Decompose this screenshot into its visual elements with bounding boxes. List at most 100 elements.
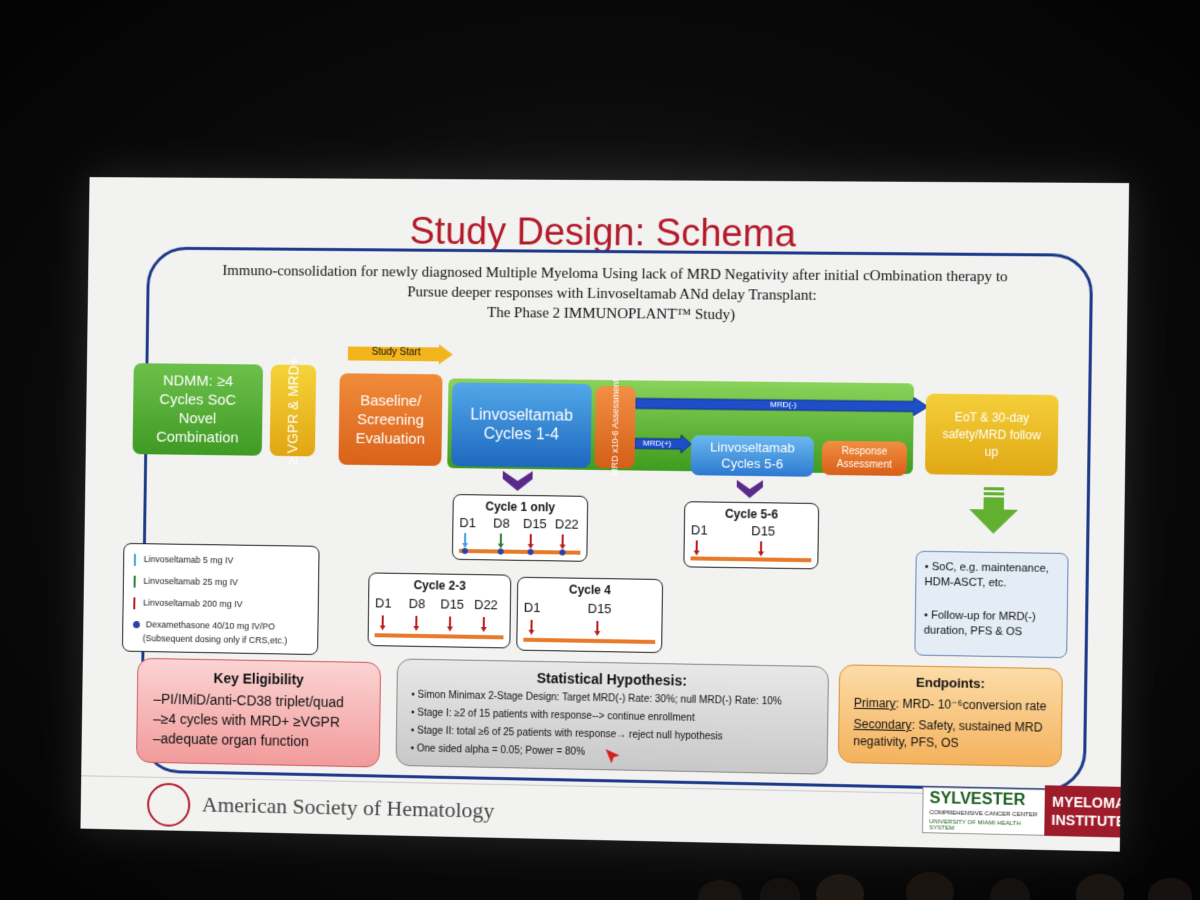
secondary-endpoint: Secondary: Safety, sustained MRD negativ… bbox=[853, 716, 1053, 754]
cycle-5-6-panel: Cycle 5-6 D1 D15 bbox=[683, 501, 820, 570]
chevron-down-icon bbox=[502, 470, 533, 492]
response-assessment-label: Response Assessment bbox=[836, 445, 892, 471]
day-label: D15 bbox=[440, 596, 465, 612]
cycle-5-6-title: Cycle 5-6 bbox=[724, 506, 779, 522]
mrd-arrows bbox=[635, 394, 929, 468]
projection-screen: Study Design: Schema Immuno-consolidatio… bbox=[80, 177, 1130, 852]
cycle-5-6-dosing-timeline bbox=[690, 538, 812, 563]
hypothesis-item: • Stage II: total ≥6 of 25 patients with… bbox=[410, 725, 723, 743]
statistical-hypothesis-title: Statistical Hypothesis: bbox=[536, 669, 687, 689]
sylvester-logo: SYLVESTER COMPREHENSIVE CANCER CENTER UN… bbox=[921, 786, 1047, 836]
cycle-4-dosing-timeline bbox=[523, 618, 656, 645]
legend-label: Linvoseltamab 200 mg IV bbox=[143, 597, 243, 610]
day-label: D1 bbox=[523, 599, 541, 616]
hypothesis-item: • One sided alpha = 0.05; Power = 80% bbox=[410, 743, 585, 758]
statistical-hypothesis-box: Statistical Hypothesis: • Simon Minimax … bbox=[395, 658, 830, 775]
ndmm-label: NDMM: ≥4 Cycles SoC Novel Combination bbox=[155, 372, 239, 447]
legend-item: Linvoseltamab 25 mg IV bbox=[133, 575, 239, 590]
legend-note: (Subsequent dosing only if CRS,etc.) bbox=[142, 633, 288, 646]
ash-logo-icon bbox=[146, 782, 191, 828]
key-eligibility-box: Key Eligibility –PI/IMiD/anti-CD38 tripl… bbox=[136, 657, 382, 768]
day-label: D15 bbox=[751, 523, 776, 539]
legend-label: Dexamethasone 40/10 mg IV/PO bbox=[145, 619, 276, 632]
cycle-4-panel: Cycle 4 D1 D15 bbox=[516, 576, 664, 654]
day-label: D22 bbox=[554, 516, 579, 532]
cycle-2-3-title: Cycle 2-3 bbox=[413, 578, 466, 593]
cycle-4-title: Cycle 4 bbox=[568, 582, 611, 598]
sylvester-subtitle: COMPREHENSIVE CANCER CENTER bbox=[929, 810, 1038, 819]
eligibility-item: –PI/IMiD/anti-CD38 triplet/quad bbox=[153, 690, 344, 711]
vgpr-label: ≥ VGPR & MRD+ bbox=[283, 356, 302, 465]
eot-label: EoT & 30-day safety/MRD follow up bbox=[942, 409, 1042, 459]
cycle-1-panel: Cycle 1 only D1 D8 D15 D22 bbox=[451, 494, 589, 562]
linvoseltamab-cycles-1-4-box: Linvoseltamab Cycles 1-4 bbox=[451, 382, 592, 468]
follow-up-box: • SoC, e.g. maintenance, HDM-ASCT, etc. … bbox=[914, 550, 1069, 659]
legend-label: Linvoseltamab 25 mg IV bbox=[143, 576, 239, 588]
sylvester-subtitle: UNIVERSITY OF MIAMI HEALTH SYSTEM bbox=[929, 819, 1021, 832]
hypothesis-text: Simon Minimax 2-Stage Design: Target MRD… bbox=[417, 689, 782, 708]
hypothesis-item: • Simon Minimax 2-Stage Design: Target M… bbox=[411, 689, 782, 708]
linvoseltamab-cycles-5-6-box: Linvoseltamab Cycles 5-6 bbox=[690, 435, 815, 477]
myeloma-institute-logo: MYELOMA INSTITUTE bbox=[1044, 785, 1130, 838]
arrow-icon bbox=[133, 597, 136, 610]
primary-text: : MRD- 10⁻⁶conversion rate bbox=[895, 696, 1047, 714]
hypothesis-text: One sided alpha = 0.05; Power = 80% bbox=[416, 743, 585, 758]
mrd-assessment-box: MRD x10-6 Assessment bbox=[594, 379, 636, 476]
follow-up-text: Follow-up for MRD(-) duration, PFS & OS bbox=[923, 609, 1036, 639]
day-label: D8 bbox=[408, 595, 426, 612]
endpoints-title: Endpoints: bbox=[915, 674, 986, 692]
eot-followup-box: EoT & 30-day safety/MRD follow up bbox=[924, 393, 1059, 476]
legend-item: Linvoseltamab 5 mg IV bbox=[133, 553, 234, 567]
mrd-positive-label: MRD(+) bbox=[642, 438, 672, 448]
cycle-2-3-panel: Cycle 2-3 D1 D8 D15 D22 bbox=[367, 572, 512, 649]
follow-up-text: SoC, e.g. maintenance, HDM-ASCT, etc. bbox=[924, 561, 1049, 590]
primary-endpoint: Primary: MRD- 10⁻⁶conversion rate bbox=[854, 696, 1047, 714]
society-name: American Society of Hematology bbox=[201, 791, 495, 823]
sylvester-name: SYLVESTER bbox=[929, 789, 1026, 810]
audience-silhouettes bbox=[698, 872, 1192, 900]
study-start-label: Study Start bbox=[371, 346, 421, 359]
baseline-box: Baseline/ Screening Evaluation bbox=[338, 373, 443, 466]
arrow-icon bbox=[133, 575, 136, 588]
hypothesis-text: Stage I: ≥2 of 15 patients with response… bbox=[417, 707, 695, 724]
linvo-5-6-label: Linvoseltamab Cycles 5-6 bbox=[710, 439, 795, 472]
mrd-negative-label: MRD(-) bbox=[770, 399, 797, 410]
hypothesis-item: • Stage I: ≥2 of 15 patients with respon… bbox=[411, 707, 695, 724]
key-eligibility-title: Key Eligibility bbox=[213, 670, 304, 688]
study-start-arrow bbox=[347, 343, 453, 365]
chevron-down-icon bbox=[736, 479, 764, 499]
legend-item: Dexamethasone 40/10 mg IV/PO bbox=[133, 619, 275, 631]
day-label: D1 bbox=[690, 522, 708, 538]
secondary-label: Secondary bbox=[853, 716, 912, 733]
dot-icon bbox=[133, 621, 140, 629]
day-label: D8 bbox=[493, 515, 510, 531]
follow-up-item-2: • Follow-up for MRD(-) duration, PFS & O… bbox=[923, 609, 1036, 639]
cycle-2-3-dosing-timeline bbox=[374, 613, 504, 640]
laser-pointer-icon bbox=[605, 749, 620, 763]
day-label: D1 bbox=[374, 595, 392, 611]
ndmm-box: NDMM: ≥4 Cycles SoC Novel Combination bbox=[132, 363, 264, 456]
response-assessment-box: Response Assessment bbox=[821, 440, 908, 477]
primary-label: Primary bbox=[853, 695, 896, 711]
day-label: D1 bbox=[459, 515, 476, 531]
hypothesis-text: Stage II: total ≥6 of 25 patients with r… bbox=[417, 725, 723, 743]
follow-up-item-1: • SoC, e.g. maintenance, HDM-ASCT, etc. bbox=[924, 560, 1049, 590]
cycle-1-title: Cycle 1 only bbox=[485, 499, 556, 515]
cycle-1-dosing-timeline bbox=[458, 531, 581, 556]
day-label: D22 bbox=[474, 597, 498, 613]
eligibility-item: –≥4 cycles with MRD+ ≥VGPR bbox=[153, 710, 340, 730]
slide-subtitle: Immuno-consolidation for newly diagnosed… bbox=[185, 261, 1046, 328]
eligibility-item: –adequate organ function bbox=[152, 730, 309, 750]
day-label: D15 bbox=[587, 600, 612, 617]
endpoints-box: Endpoints: Primary: MRD- 10⁻⁶conversion … bbox=[837, 664, 1063, 768]
dosing-legend: Linvoseltamab 5 mg IV Linvoseltamab 25 m… bbox=[121, 542, 320, 656]
arrow-icon bbox=[133, 553, 136, 566]
mrd-assessment-label: MRD x10-6 Assessment bbox=[608, 378, 621, 476]
legend-label: Linvoseltamab 5 mg IV bbox=[143, 554, 234, 566]
follow-up-arrow-icon bbox=[968, 487, 1019, 535]
legend-item: Linvoseltamab 200 mg IV bbox=[133, 597, 243, 611]
vgpr-box: ≥ VGPR & MRD+ bbox=[269, 357, 317, 464]
day-label: D15 bbox=[522, 515, 547, 532]
linvo-1-4-label: Linvoseltamab Cycles 1-4 bbox=[470, 406, 574, 444]
baseline-label: Baseline/ Screening Evaluation bbox=[355, 391, 425, 448]
